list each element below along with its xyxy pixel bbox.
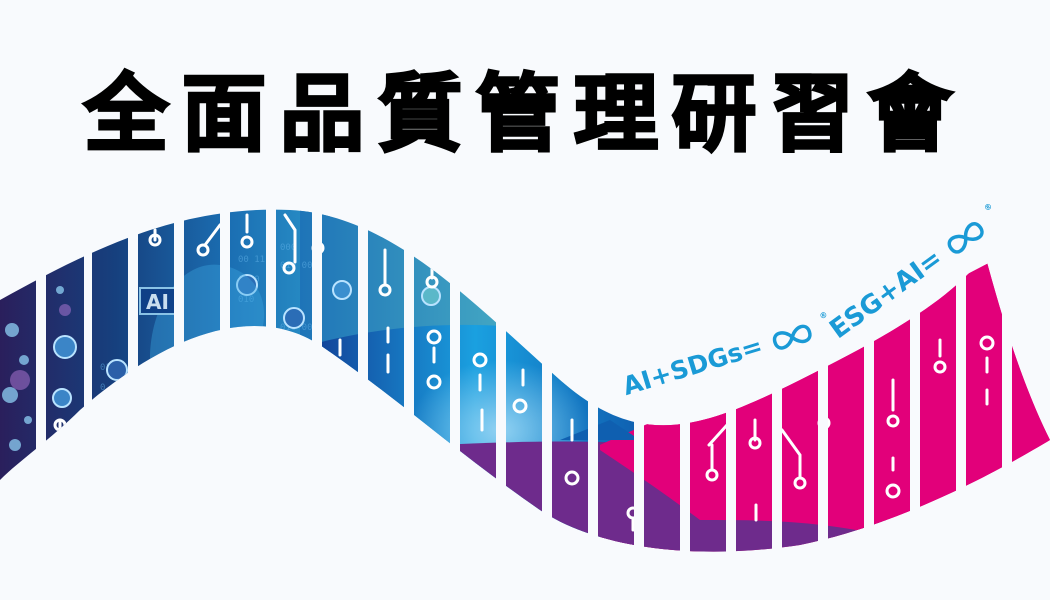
formula-ai-sdgs: AI+SDGs= ®	[619, 310, 834, 402]
banner-title: 全面品質管理研習會	[82, 64, 966, 163]
svg-text:010: 010	[238, 295, 254, 305]
formula-esg-ai: ESG+AI= ®	[824, 201, 1006, 345]
infinity-loop-icon	[947, 221, 984, 254]
svg-text:000 11: 000 11	[100, 403, 133, 413]
svg-text:0 11: 0 11	[100, 383, 122, 393]
svg-text:010 00: 010 00	[280, 261, 313, 271]
svg-text:00 11: 00 11	[238, 255, 265, 265]
svg-text:AI: AI	[146, 290, 169, 314]
svg-text:000: 000	[280, 243, 296, 253]
infinity-loop-icon	[773, 324, 813, 350]
